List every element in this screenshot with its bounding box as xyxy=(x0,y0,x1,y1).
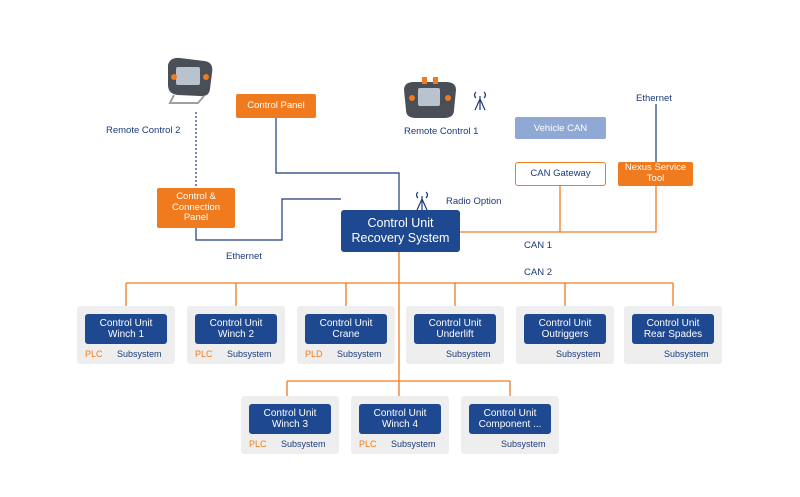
subsystem-tag: Subsystem xyxy=(446,349,491,359)
controller-type-tag: PLD xyxy=(305,349,323,359)
remote-control-1-label: Remote Control 1 xyxy=(404,126,479,137)
can2-label: CAN 2 xyxy=(524,267,552,278)
box-label-line: Panel xyxy=(183,212,209,224)
vehicle-can-label: Vehicle CAN xyxy=(533,122,588,134)
unit-line2: Outriggers xyxy=(541,329,589,340)
unit-line1: Control Unit xyxy=(319,317,373,329)
subsystem-tag: Subsystem xyxy=(501,439,546,449)
subsystem-tag: Subsystem xyxy=(337,349,382,359)
unit-line1: Control Unit xyxy=(263,407,317,419)
unit-line2: Component ... xyxy=(478,419,542,430)
unit-line2: Winch 4 xyxy=(381,419,419,430)
controller-type-tag: PLC xyxy=(359,439,377,449)
unit-line1: Control Unit xyxy=(646,317,700,329)
remote-control-device-icon xyxy=(404,77,456,118)
box-label-line: Connection xyxy=(171,201,221,213)
subsystem-tag: Subsystem xyxy=(281,439,326,449)
box-label-line: Nexus Service xyxy=(624,162,687,174)
can-gateway-box[interactable]: CAN Gateway xyxy=(515,162,606,186)
subsystem-tag: Subsystem xyxy=(391,439,436,449)
control-connection-panel-box[interactable]: Control & Connection Panel xyxy=(157,188,235,228)
remote-control-2-label: Remote Control 2 xyxy=(106,125,181,136)
antenna-icon xyxy=(415,191,429,211)
main-unit-line2: Recovery System xyxy=(351,231,450,245)
can1-link xyxy=(460,186,657,233)
vehicle-can-box[interactable]: Vehicle CAN xyxy=(515,117,606,139)
unit-line1: Control Unit xyxy=(428,317,482,329)
unit-line2: Crane xyxy=(332,329,360,340)
ethernet-left-label: Ethernet xyxy=(226,251,262,262)
remote-control-device-icon xyxy=(168,57,213,104)
unit-line2: Winch 3 xyxy=(271,419,309,430)
main-control-unit[interactable]: Control Unit Recovery System xyxy=(341,210,460,252)
controller-type-tag: PLC xyxy=(195,349,213,359)
ethernet-left-link xyxy=(195,198,341,241)
subsystem-tag: Subsystem xyxy=(664,349,709,359)
unit-line2: Underlift xyxy=(436,329,474,340)
controller-type-tag: PLC xyxy=(85,349,103,359)
subsystem-tag: Subsystem xyxy=(117,349,162,359)
can1-label: CAN 1 xyxy=(524,240,552,251)
subsystem-tag: Subsystem xyxy=(556,349,601,359)
can-gateway-label: CAN Gateway xyxy=(530,167,591,179)
control-panel-box[interactable]: Control Panel xyxy=(236,94,316,118)
unit-line1: Control Unit xyxy=(209,317,263,329)
control-panel-link xyxy=(275,118,400,210)
box-label-line: Tool xyxy=(646,173,665,184)
subsystem-tag: Subsystem xyxy=(227,349,272,359)
radio-option-label: Radio Option xyxy=(446,196,502,207)
ethernet-top-label: Ethernet xyxy=(636,93,672,104)
unit-line1: Control Unit xyxy=(373,407,427,419)
unit-line1: Control Unit xyxy=(483,407,537,419)
unit-line2: Rear Spades xyxy=(643,329,703,340)
main-unit-line1: Control Unit xyxy=(367,216,434,230)
antenna-icon xyxy=(473,91,487,111)
unit-line2: Winch 1 xyxy=(107,329,145,340)
unit-line2: Winch 2 xyxy=(217,329,255,340)
nexus-service-tool-box[interactable]: Nexus Service Tool xyxy=(618,162,693,186)
box-label-line: Control & xyxy=(176,190,216,202)
control-panel-label: Control Panel xyxy=(247,99,305,111)
unit-line1: Control Unit xyxy=(538,317,592,329)
unit-line1: Control Unit xyxy=(99,317,153,329)
controller-type-tag: PLC xyxy=(249,439,267,449)
